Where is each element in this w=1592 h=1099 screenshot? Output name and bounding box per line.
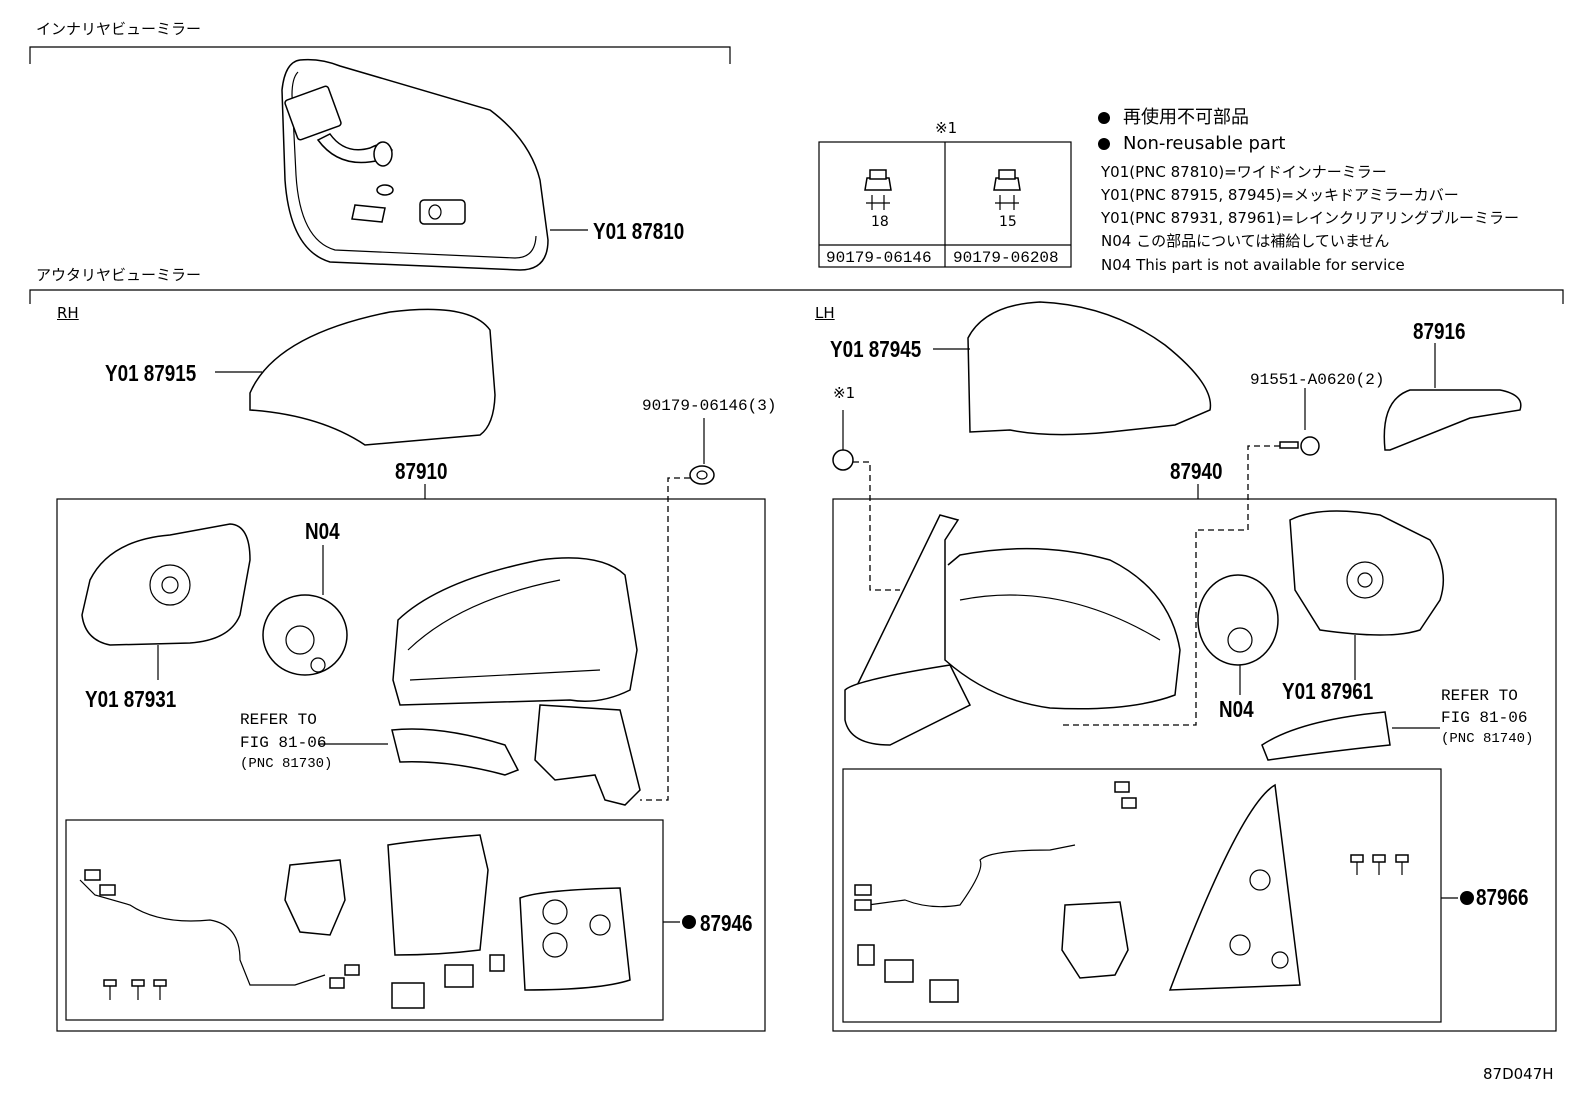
legend-line: Y01(PNC 87915, 87945)=メッキドアミラーカバー bbox=[1101, 186, 1459, 204]
lh-assembly-box bbox=[832, 484, 1557, 1032]
rh-nut-label: 90179-06146(3) bbox=[642, 397, 777, 415]
lh-part-87916-drawing bbox=[1383, 343, 1522, 451]
nonreuse-bullet-icon bbox=[682, 915, 696, 929]
lh-glass-label: Y01 87961 bbox=[1282, 678, 1374, 704]
inner-mirror-label: Y01 87810 bbox=[593, 218, 685, 244]
rh-n04-label: N04 bbox=[305, 518, 340, 544]
legend-line: Y01(PNC 87810)=ワイドインナーミラー bbox=[1101, 163, 1387, 181]
rh-assy-label: 87910 bbox=[395, 458, 448, 484]
outer-section-bracket bbox=[29, 289, 1564, 304]
rh-refer-line-3: (PNC 81730) bbox=[240, 756, 333, 772]
legend-line: N04 This part is not available for servi… bbox=[1101, 256, 1405, 274]
nonreuse-bullet-icon bbox=[1460, 891, 1474, 905]
rh-glass-label: Y01 87931 bbox=[85, 686, 177, 712]
lh-refer-line-1: REFER TO bbox=[1441, 687, 1518, 705]
rh-cover-drawing bbox=[215, 308, 496, 446]
rh-heading: RH bbox=[57, 304, 79, 322]
rh-actuator-drawing bbox=[262, 545, 348, 676]
legend-nonreuse-jp: 再使用不可部品 bbox=[1123, 107, 1249, 128]
lh-assy-label: 87940 bbox=[1170, 458, 1223, 484]
rh-kit-label: 87946 bbox=[700, 910, 753, 936]
lh-nut-note: ※1 bbox=[833, 384, 856, 402]
lh-cover-drawing bbox=[933, 301, 1212, 436]
screw-icon bbox=[1372, 854, 1386, 875]
nut-icon-2 bbox=[993, 169, 1021, 210]
rh-refer-line-1: REFER TO bbox=[240, 711, 317, 729]
nut-size-1: 18 bbox=[871, 214, 889, 230]
lh-glass-drawing bbox=[1289, 510, 1445, 680]
outer-mirror-section-title: アウタリヤビューミラー bbox=[36, 266, 202, 284]
inner-section-bracket bbox=[29, 46, 731, 64]
lh-n04-label: N04 bbox=[1219, 696, 1254, 722]
lh-refer-line-3: (PNC 81740) bbox=[1441, 731, 1534, 747]
lh-kit-label: 87966 bbox=[1476, 884, 1529, 910]
inner-mirror-drawing bbox=[281, 58, 588, 271]
rh-kit-parts-drawing bbox=[79, 834, 696, 1009]
figure-id: 87D047H bbox=[1483, 1065, 1554, 1083]
rh-glass-drawing bbox=[81, 523, 251, 680]
screw-icon bbox=[1395, 854, 1409, 875]
screw-icon bbox=[131, 979, 145, 1000]
lh-actuator-drawing bbox=[1197, 574, 1279, 695]
legend-nonreuse-en: Non-reusable part bbox=[1123, 133, 1286, 154]
rh-cover-label: Y01 87915 bbox=[105, 360, 197, 386]
lh-bolt-label: 91551-A0620(2) bbox=[1250, 371, 1385, 389]
nut-icon-1 bbox=[864, 169, 892, 210]
screw-icon bbox=[103, 979, 117, 1000]
inner-mirror-section-title: インナリヤビューミラー bbox=[36, 20, 202, 38]
lh-turn-lamp-drawing bbox=[1261, 711, 1440, 761]
screw-icon bbox=[1350, 854, 1364, 875]
lh-refer-line-2: FIG 81-06 bbox=[1441, 709, 1528, 727]
rh-mirror-body-drawing bbox=[392, 557, 641, 806]
rh-turn-lamp-drawing bbox=[318, 728, 520, 776]
lh-part-87916-label: 87916 bbox=[1413, 318, 1466, 344]
nut-table bbox=[818, 141, 1072, 268]
lh-kit-parts-drawing bbox=[854, 781, 1474, 1003]
legend-line: Y01(PNC 87931, 87961)=レインクリアリングブルーミラー bbox=[1101, 209, 1520, 227]
nut-part-1: 90179-06146 bbox=[826, 249, 932, 267]
lh-mirror-body-drawing bbox=[844, 514, 1181, 746]
screw-icon bbox=[153, 979, 167, 1000]
nut-part-2: 90179-06208 bbox=[953, 249, 1059, 267]
nut-table-note: ※1 bbox=[935, 119, 958, 137]
rh-assembly-box bbox=[56, 477, 766, 1032]
nonreuse-bullet-icon bbox=[1098, 112, 1110, 124]
lh-heading: LH bbox=[815, 304, 835, 322]
lh-cover-label: Y01 87945 bbox=[830, 336, 922, 362]
nonreuse-bullet-icon bbox=[1098, 138, 1110, 150]
legend-line: N04 この部品については補給していません bbox=[1101, 232, 1390, 250]
nut-size-2: 15 bbox=[999, 214, 1017, 230]
lh-bolt-drawing bbox=[1060, 388, 1320, 726]
lh-nut-drawing bbox=[832, 410, 900, 591]
rh-nut-drawing bbox=[689, 418, 715, 485]
rh-refer-line-2: FIG 81-06 bbox=[240, 734, 327, 752]
